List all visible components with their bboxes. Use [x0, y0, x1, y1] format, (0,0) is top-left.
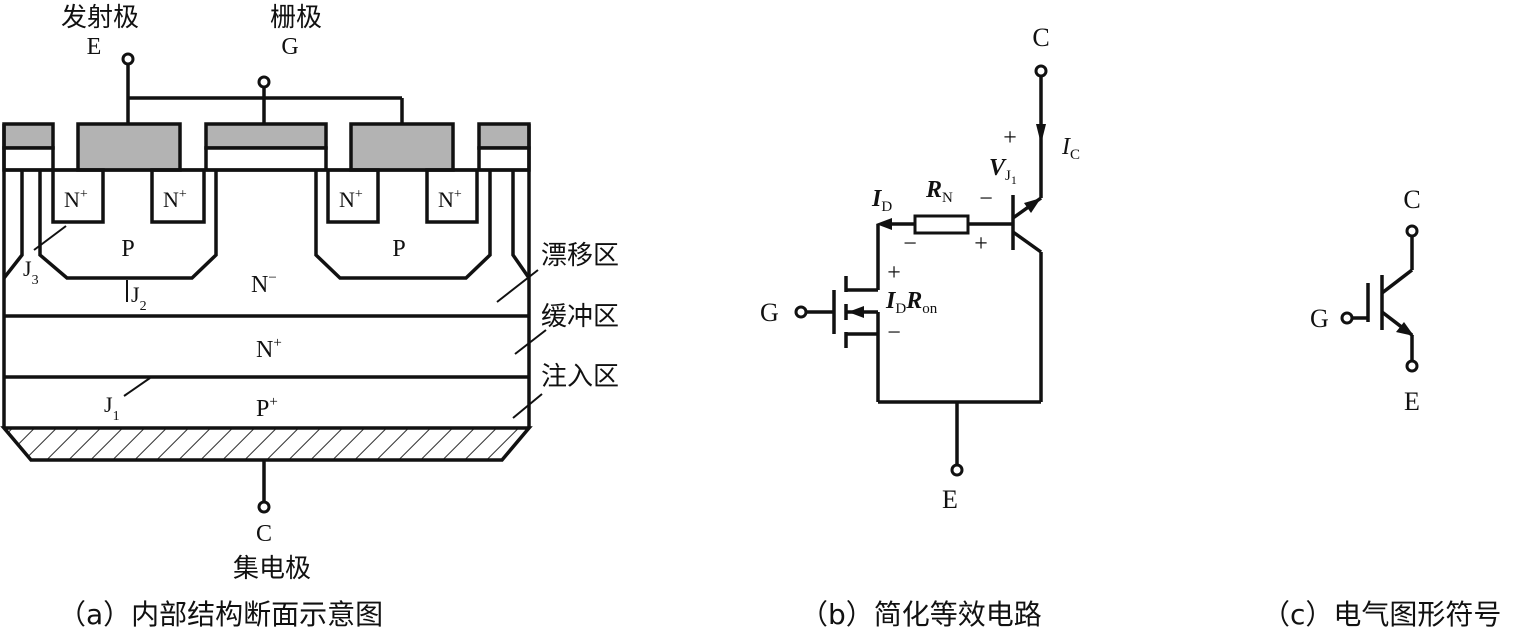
bjt-emitter-arrow — [1024, 198, 1041, 213]
oxide-center — [204, 146, 328, 172]
collector-label: 集电极 — [233, 554, 311, 584]
caption-a: （a）内部结构断面示意图 — [58, 598, 383, 631]
bjt-collector-leg — [1011, 230, 1043, 254]
emitter-label: 发射极 — [61, 3, 139, 33]
collector-terminal — [257, 500, 271, 514]
p-well-right — [314, 170, 492, 280]
collector-terminal-b — [1034, 64, 1048, 78]
gate-label-c: G — [1310, 304, 1329, 333]
emitter-label-b: E — [942, 485, 958, 514]
j3-leader — [33, 225, 67, 251]
n-plus-label-3: N+ — [339, 187, 363, 212]
injection-region-label: 注入区 — [541, 362, 619, 392]
n-plus-label-2: N+ — [163, 187, 187, 212]
gate-terminal — [257, 75, 271, 89]
emitter-terminal-c — [1405, 359, 1419, 373]
emitter-letter: E — [87, 34, 102, 60]
n-plus-region-3 — [326, 168, 380, 224]
buffer-n-plus-label: N+ — [256, 335, 282, 363]
collector-leg-c — [1380, 268, 1414, 295]
collector-label-b: C — [1032, 23, 1049, 52]
id-arrow — [876, 218, 892, 230]
gate-terminal-c — [1340, 311, 1354, 325]
vj1-plus: + — [1003, 125, 1017, 151]
buffer-region-label: 缓冲区 — [541, 302, 619, 332]
p-label-right: P — [392, 236, 405, 262]
panel-a-cross-section: 发射极 E 栅极 G C 集电极 N+ N+ N+ N+ P P N− N+ P… — [0, 3, 619, 631]
gate-label: 栅极 — [270, 3, 322, 33]
center-metal — [204, 122, 328, 150]
j2-label: J2 — [131, 282, 147, 314]
mosfet-body-arrow — [848, 306, 864, 318]
ic-label: IC — [1061, 134, 1080, 163]
gate-letter: G — [281, 34, 298, 60]
j1-label: J1 — [104, 392, 120, 424]
rn-plus: + — [974, 231, 988, 257]
gate-metal-left — [76, 122, 182, 172]
n-minus-label: N− — [251, 270, 277, 298]
oxide-left — [2, 146, 55, 172]
gate-metal-right — [349, 122, 455, 172]
collector-letter: C — [256, 521, 272, 547]
rn-resistor — [913, 214, 970, 235]
collector-label-c: C — [1403, 185, 1420, 214]
n-plus-region-4 — [425, 168, 479, 224]
idron-plus: + — [887, 260, 901, 286]
rn-label: RN — [925, 177, 953, 206]
emitter-label-c: E — [1404, 387, 1420, 416]
vj1-minus: − — [979, 186, 993, 212]
collector-metal — [0, 426, 533, 462]
vj1-label: VJ1 — [989, 155, 1017, 187]
n-plus-region-2 — [150, 168, 206, 224]
n-plus-region-1 — [51, 168, 105, 224]
gate-terminal-b — [794, 305, 808, 319]
panel-b-equivalent-circuit: C G E IC + VJ1 − RN ID − + + IDRon − （b）… — [760, 23, 1080, 631]
drift-leader — [496, 269, 539, 303]
edge-metal-right — [477, 122, 531, 150]
drift-region-label: 漂移区 — [541, 241, 619, 271]
idron-minus: − — [887, 320, 901, 346]
j1-leader — [123, 377, 151, 397]
emitter-terminal — [121, 52, 135, 66]
injection-leader — [512, 393, 543, 419]
emitter-arrow-c — [1396, 322, 1414, 336]
panel-c-symbol: C G E （c）电气图形符号 — [1262, 185, 1501, 631]
idron-label: IDRon — [885, 288, 938, 317]
caption-b: （b）简化等效电路 — [800, 598, 1042, 631]
edge-metal-left — [2, 122, 55, 150]
p-well-left — [38, 170, 218, 280]
edge-junction-left — [2, 170, 24, 280]
p-label-left: P — [121, 236, 134, 262]
n-plus-label-4: N+ — [438, 187, 462, 212]
id-label: ID — [871, 186, 892, 215]
buffer-leader — [514, 329, 547, 355]
gate-label-b: G — [760, 298, 779, 327]
injection-p-plus-label: P+ — [256, 394, 278, 422]
emitter-terminal-b — [950, 463, 964, 477]
ic-arrow — [1036, 124, 1046, 144]
oxide-right — [477, 146, 531, 172]
edge-junction-right — [511, 170, 531, 279]
n-plus-label-1: N+ — [64, 187, 88, 212]
caption-c: （c）电气图形符号 — [1262, 598, 1501, 631]
j3-label: J3 — [23, 256, 39, 288]
rn-minus: − — [903, 231, 917, 257]
collector-terminal-c — [1405, 224, 1419, 238]
